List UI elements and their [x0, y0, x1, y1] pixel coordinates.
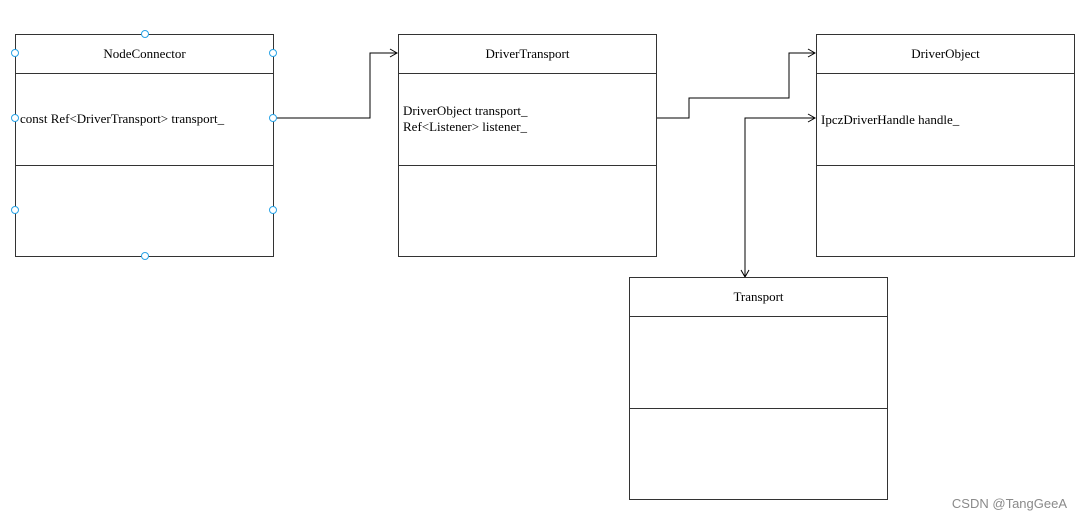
class-title: NodeConnector [16, 35, 273, 74]
edge-nodeconnector-to-drivertransport[interactable] [273, 48, 399, 119]
class-methods [16, 165, 273, 256]
attribute-line: IpczDriverHandle handle_ [821, 112, 960, 127]
class-title: DriverTransport [399, 35, 656, 74]
attribute-line: DriverObject transport_ [403, 103, 528, 118]
class-methods [630, 408, 887, 499]
class-node-connector[interactable]: NodeConnector const Ref<DriverTransport>… [15, 34, 274, 257]
edge-drivertransport-to-driverobject[interactable] [656, 48, 817, 119]
class-title: Transport [630, 278, 887, 317]
watermark: CSDN @TangGeeA [951, 496, 1067, 511]
class-attributes: DriverObject transport_ Ref<Listener> li… [399, 73, 656, 166]
class-attributes [630, 316, 887, 409]
class-title: DriverObject [817, 35, 1074, 74]
class-driver-object[interactable]: DriverObject IpczDriverHandle handle_ [816, 34, 1075, 257]
class-driver-transport[interactable]: DriverTransport DriverObject transport_ … [398, 34, 657, 257]
edge-transport-to-driverobject[interactable] [744, 113, 817, 276]
class-methods [399, 165, 656, 256]
class-attributes: const Ref<DriverTransport> transport_ [16, 73, 273, 166]
class-methods [817, 165, 1074, 256]
class-attributes: IpczDriverHandle handle_ [817, 73, 1074, 166]
attribute-line: const Ref<DriverTransport> transport_ [20, 111, 225, 126]
attribute-line: Ref<Listener> listener_ [403, 119, 528, 134]
class-transport[interactable]: Transport [629, 277, 888, 500]
